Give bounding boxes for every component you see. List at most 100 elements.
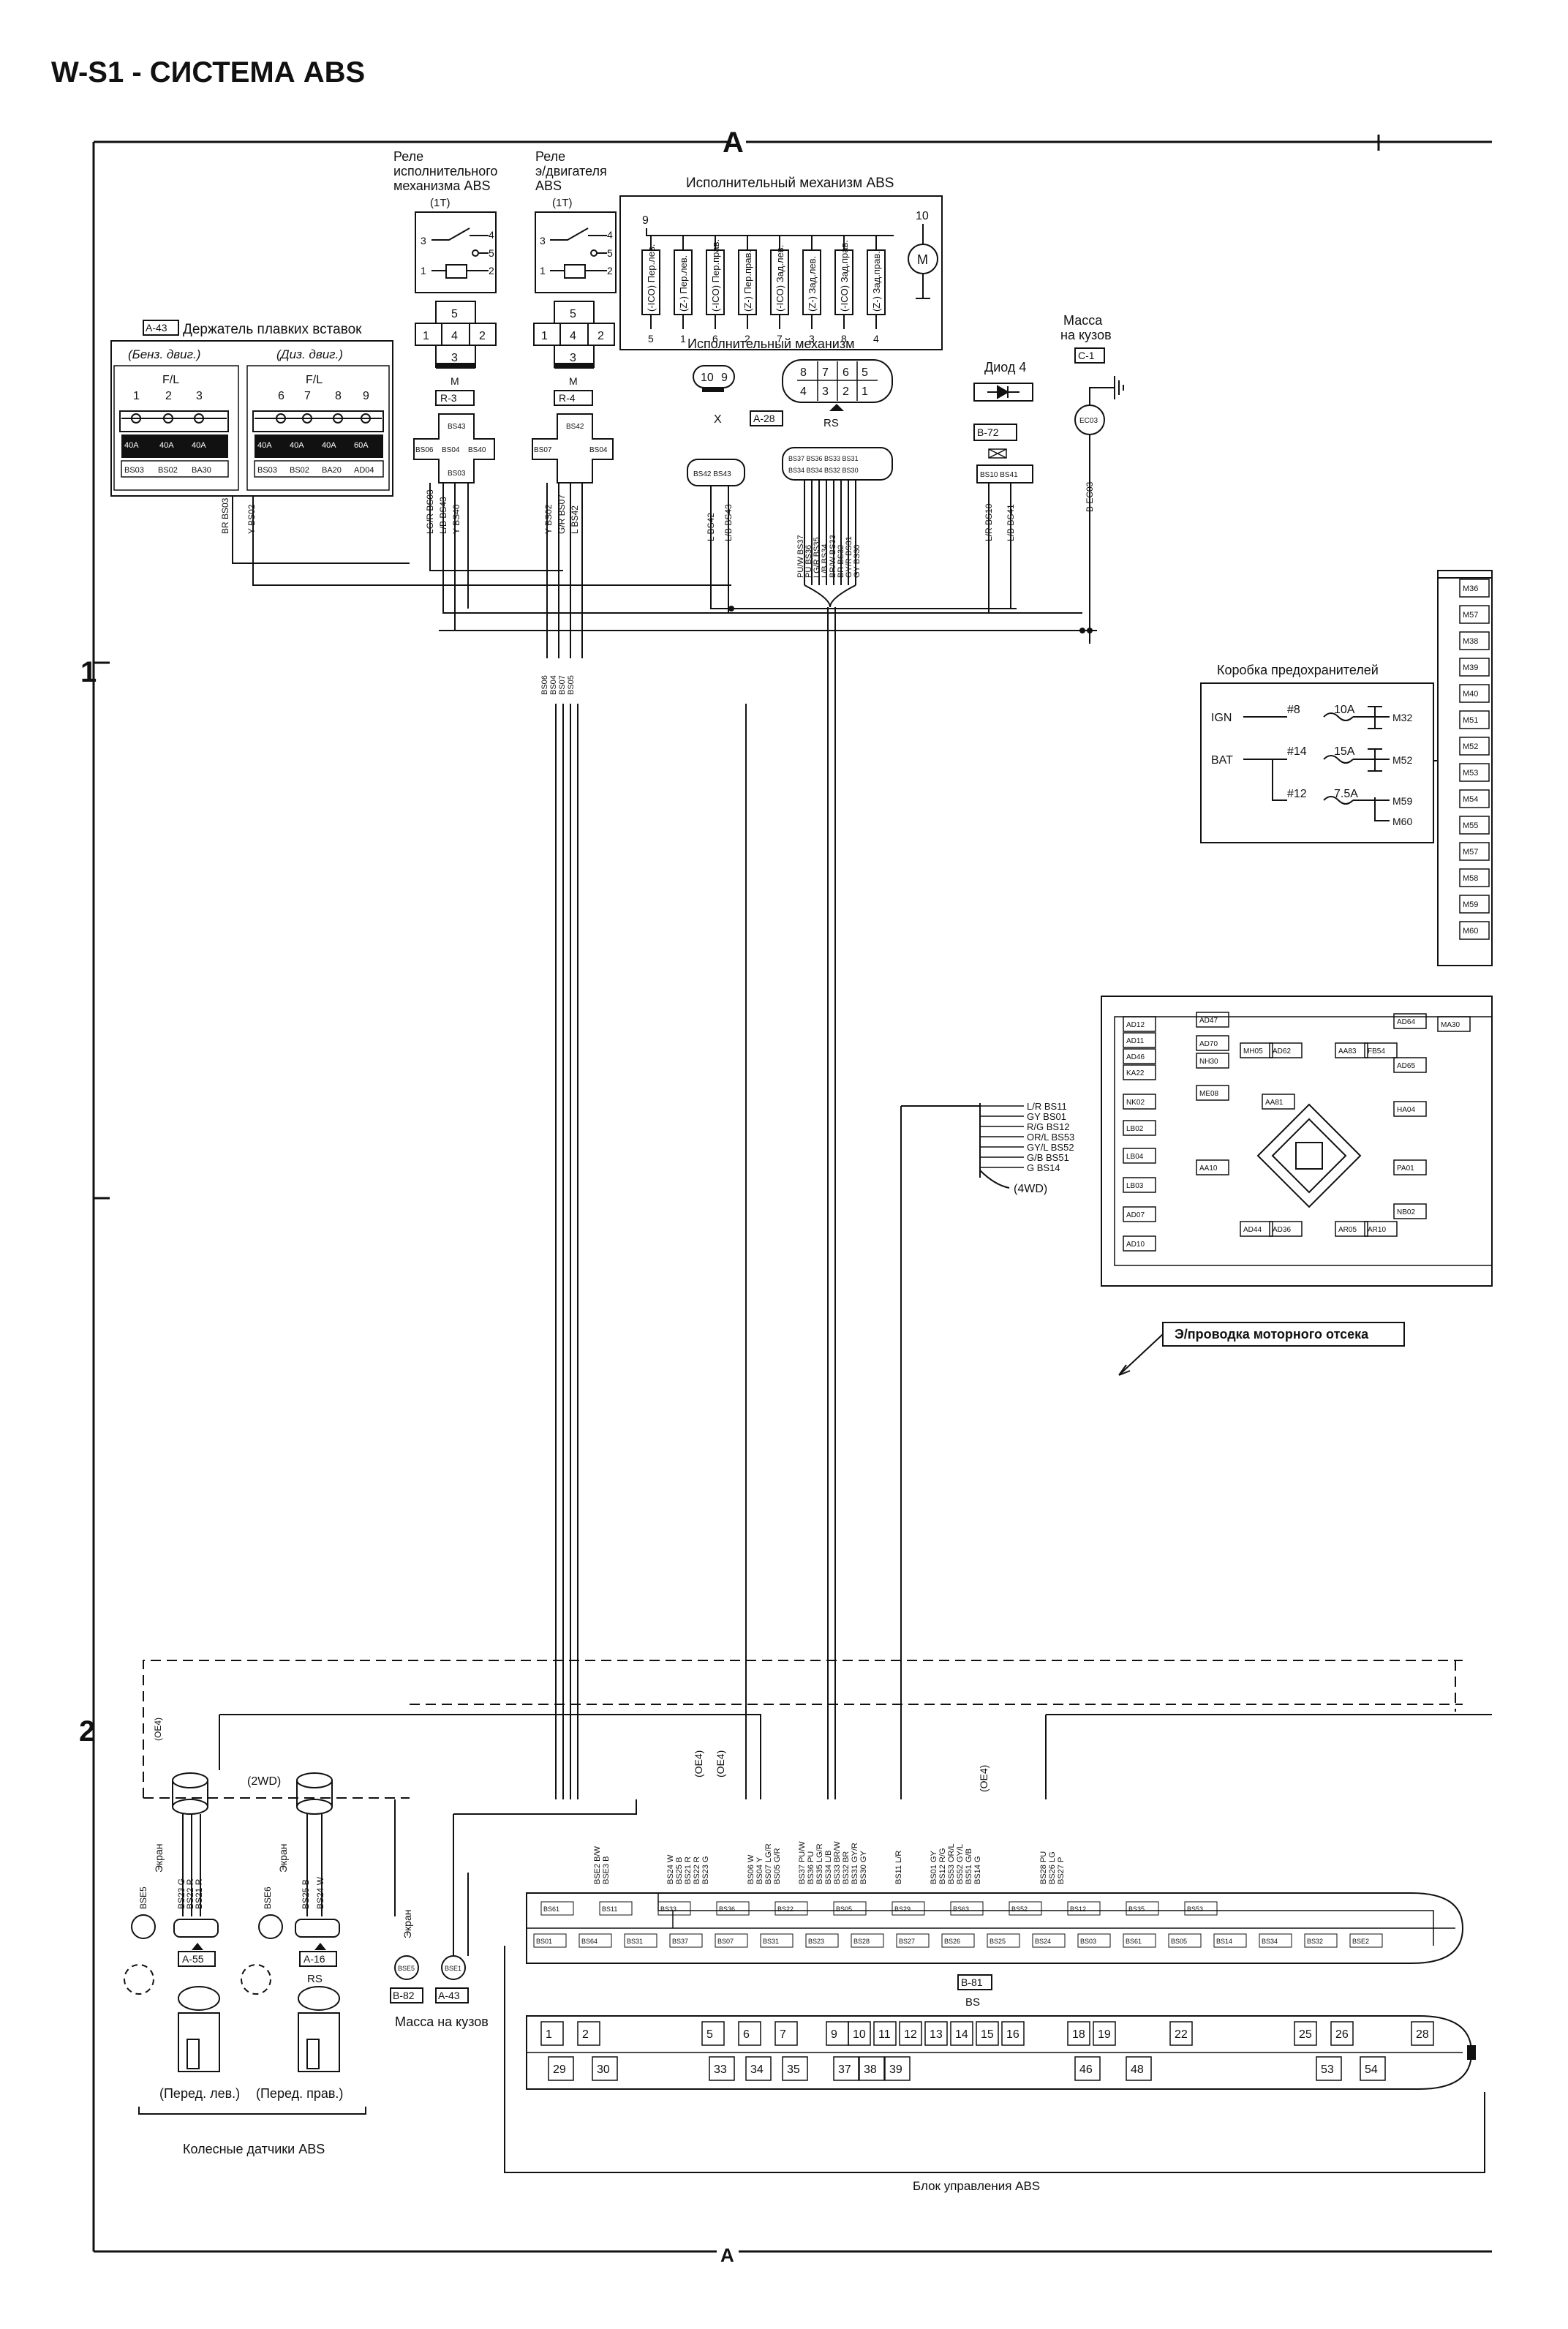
harness-cell [1393,1159,1427,1175]
relay-socket-pin: 1 [423,330,429,342]
ecu-term: BS05 [1171,1938,1187,1945]
wire-label: BS53 OR/L [947,1843,956,1884]
solenoid-pin: 6 [712,333,718,345]
shield-dashed [143,1660,1463,1799]
ecu-term-cell [1259,1933,1292,1948]
ecu-pin: 35 [787,2063,800,2076]
relay-socket-pin: 2 [479,330,486,342]
wire-label: BSE3 B [602,1856,611,1884]
actuator-rs: RS [823,417,839,429]
fuse-code: BS02 [290,466,309,475]
relay-type: (1T) [430,197,451,209]
fuse-term: M32 [1392,712,1412,723]
wire-label: BS52 GY/L [956,1844,965,1884]
fuse-box-ign: IGN [1211,712,1232,724]
wire-dots [728,606,1093,633]
ecu-pin-cell [826,2021,849,2046]
ecu-term-cell [540,1901,574,1916]
ecu-term-cell [1349,1933,1383,1948]
harness-label: AA83 [1338,1047,1357,1056]
wire-label: BS22 R [693,1856,701,1884]
ecu-pin: 22 [1175,2028,1188,2041]
ecu-term-cell [987,1933,1020,1948]
fuse-amp: 7.5A [1334,788,1358,800]
tap-label: L/R BS11 [1027,1101,1067,1112]
relay-actuator-title: исполнительного [393,164,497,178]
relay-term: BS07 [534,446,552,454]
conn-term: BS37 BS36 BS33 BS31 [788,455,859,462]
ecu-pin-cell [782,2056,808,2081]
harness-cell [1123,1032,1156,1048]
harness-cell [1196,1035,1229,1051]
solenoid-coil [834,249,853,315]
plug-pin: 5 [862,366,868,379]
actuator-pin: 10 [916,210,929,222]
wire-label: BS21 R [684,1856,693,1884]
tap-label: G BS14 [1027,1162,1060,1173]
wire-label: BS37 PU/W [798,1841,807,1884]
relay-term: BS04 [589,446,608,454]
wire-label: BS14 G [973,1856,982,1884]
harness-title: Э/проводка моторного отсека [1175,1327,1369,1342]
ecu-term: BS12 [1070,1905,1086,1913]
shield-label: Экран [402,1910,413,1939]
ecu-pin-cell [924,2021,948,2046]
harness-cell [1335,1042,1368,1058]
fuse-strip-label: M53 [1463,769,1478,778]
harness-label: AD46 [1126,1053,1145,1061]
ecu-term-cell [669,1933,703,1948]
tap-label: GY/L BS52 [1027,1142,1074,1153]
ecu-term-cell [1123,1933,1156,1948]
ecu-pin: 46 [1079,2063,1093,2076]
ecu-pin: 33 [714,2063,727,2076]
harness-label: MA30 [1441,1021,1460,1029]
ecu-term: BS01 [536,1938,552,1945]
wire-label: BS12 R/G [938,1848,947,1884]
fuse-strip-cell [1459,605,1490,624]
wire-label: BS04 Y [755,1856,764,1884]
conn-term: BS10 BS41 [980,471,1018,479]
harness-label: AD36 [1273,1226,1291,1234]
fuse-box-bat: BAT [1211,754,1233,767]
relay-term: BS06 [415,446,434,454]
ecu-term: BS63 [953,1905,969,1913]
actuator-title: Исполнительный механизм ABS [686,176,894,191]
solenoid-label: (-ICO) Пер.прав. [710,239,721,312]
abs-actuator: Исполнительный механизм ABS 9 10 M (-ICO… [619,176,943,486]
solenoid-label: (-ICO) Зад.лев. [774,245,785,312]
relay-actuator-title: механизма ABS [393,178,490,193]
fuse-amp: 15A [1334,745,1355,758]
plug-pin: 2 [843,385,849,398]
ecu-pin: 2 [582,2028,589,2041]
ecu-conn: B-81 [961,1976,983,1988]
solenoid-pin: 1 [680,333,686,345]
harness-cell [1269,1221,1303,1237]
ecu-term: BS31 [627,1938,643,1945]
ecu-pin-cell [745,2056,772,2081]
relay-term: BS42 [566,423,584,431]
harness-label: AD62 [1273,1047,1291,1056]
harness-cell [1123,1016,1156,1032]
ecu-term-cell [833,1901,867,1916]
ground-conn: B-82 [393,1990,415,2001]
ecu-term: BS27 [899,1938,915,1945]
fuse-holder-connector: A-43 [146,322,167,334]
wire-label: LG/R BS35 [813,537,821,578]
fuse-id: #12 [1287,788,1307,800]
harness-label: AR10 [1368,1226,1386,1234]
ecu-term-cell [578,1933,612,1948]
harness-label: AA81 [1265,1099,1284,1107]
ground-left-title: Масса на кузов [395,2014,489,2029]
fuse-term: M59 [1392,795,1412,807]
wire-label: B EC03 [1085,481,1095,512]
wire-label: BS30 GY [859,1850,868,1884]
harness-cell [1123,1177,1156,1193]
diode-4: Диод 4 B-72 BS10 BS41 [973,360,1033,484]
fuse-code: BA30 [192,466,211,475]
ecu-term: BS35 [1128,1905,1145,1913]
fuse-code: BS02 [158,466,178,475]
ecu-pin: 34 [750,2063,764,2076]
ecu-term: BS14 [1216,1938,1232,1945]
harness-label: AR05 [1338,1226,1357,1234]
ecu-pin-cell [1316,2056,1342,2081]
